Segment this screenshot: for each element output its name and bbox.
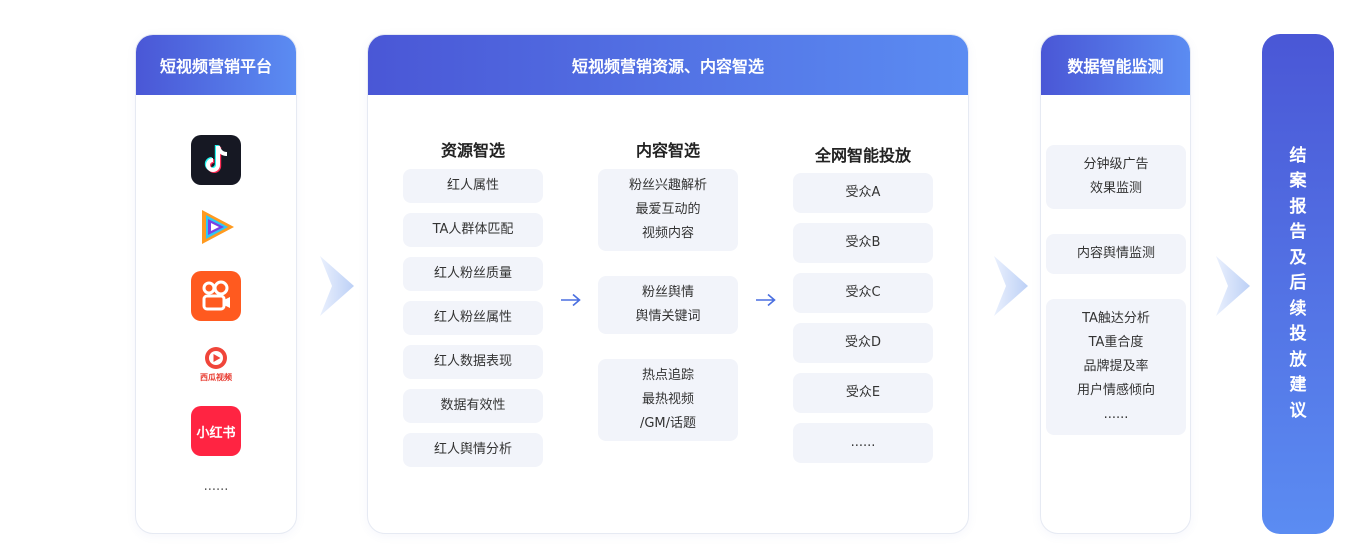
arrow-right-icon bbox=[561, 293, 581, 307]
delivery-item: 受众C bbox=[793, 273, 933, 313]
selection-panel-title: 短视频营销资源、内容智选 bbox=[368, 35, 968, 95]
content-item: 热点追踪 最热视频 /GM/话题 bbox=[598, 359, 738, 441]
xiaohongshu-label: 小红书 bbox=[196, 425, 236, 441]
report-panel: 结案报告及后续投放建议 bbox=[1262, 34, 1334, 534]
platform-panel: 短视频营销平台 西瓜视频 小红 bbox=[135, 34, 297, 534]
platform-panel-title: 短视频营销平台 bbox=[136, 35, 296, 95]
resource-item: 红人粉丝属性 bbox=[403, 301, 543, 335]
content-item: 粉丝舆情 舆情关键词 bbox=[598, 276, 738, 334]
delivery-item: 受众E bbox=[793, 373, 933, 413]
content-column-title: 内容智选 bbox=[635, 141, 700, 160]
arrow-right-icon bbox=[756, 293, 776, 307]
resource-item: 数据有效性 bbox=[403, 389, 543, 423]
monitoring-item: 内容舆情监测 bbox=[1046, 234, 1186, 274]
xigua-label: 西瓜视频 bbox=[200, 373, 232, 382]
kuaishou-icon bbox=[191, 271, 241, 321]
report-title: 结案报告及后续投放建议 bbox=[1289, 145, 1307, 421]
resource-item: 红人数据表现 bbox=[403, 345, 543, 379]
xigua-video-icon: 西瓜视频 bbox=[191, 339, 241, 389]
chevron-right-icon bbox=[994, 256, 1028, 316]
monitoring-panel: 数据智能监测 分钟级广告 效果监测 内容舆情监测 TA触达分析 TA重合度 品牌… bbox=[1040, 34, 1191, 534]
selection-panel: 短视频营销资源、内容智选 资源智选 红人属性 TA人群体匹配 红人粉丝质量 红人… bbox=[367, 34, 969, 534]
delivery-item: 受众D bbox=[793, 323, 933, 363]
delivery-item: ...... bbox=[793, 423, 933, 463]
delivery-item: 受众B bbox=[793, 223, 933, 263]
chevron-right-icon bbox=[320, 256, 354, 316]
resource-item: TA人群体匹配 bbox=[403, 213, 543, 247]
douyin-icon bbox=[191, 135, 241, 185]
resource-item: 红人属性 bbox=[403, 169, 543, 203]
delivery-column-title: 全网智能投放 bbox=[814, 146, 911, 165]
monitoring-item: 分钟级广告 效果监测 bbox=[1046, 145, 1186, 209]
delivery-item: 受众A bbox=[793, 173, 933, 213]
xiaohongshu-icon: 小红书 bbox=[191, 406, 241, 456]
chevron-right-icon bbox=[1216, 256, 1250, 316]
tencent-video-icon bbox=[191, 202, 241, 252]
resource-item: 红人粉丝质量 bbox=[403, 257, 543, 291]
content-item: 粉丝兴趣解析 最爱互动的 视频内容 bbox=[598, 169, 738, 251]
monitoring-panel-title: 数据智能监测 bbox=[1041, 35, 1190, 95]
resource-item: 红人舆情分析 bbox=[403, 433, 543, 467]
resource-column-title: 资源智选 bbox=[440, 141, 505, 160]
platform-more: ...... bbox=[203, 479, 229, 494]
monitoring-item: TA触达分析 TA重合度 品牌提及率 用户情感倾向 ...... bbox=[1046, 299, 1186, 435]
